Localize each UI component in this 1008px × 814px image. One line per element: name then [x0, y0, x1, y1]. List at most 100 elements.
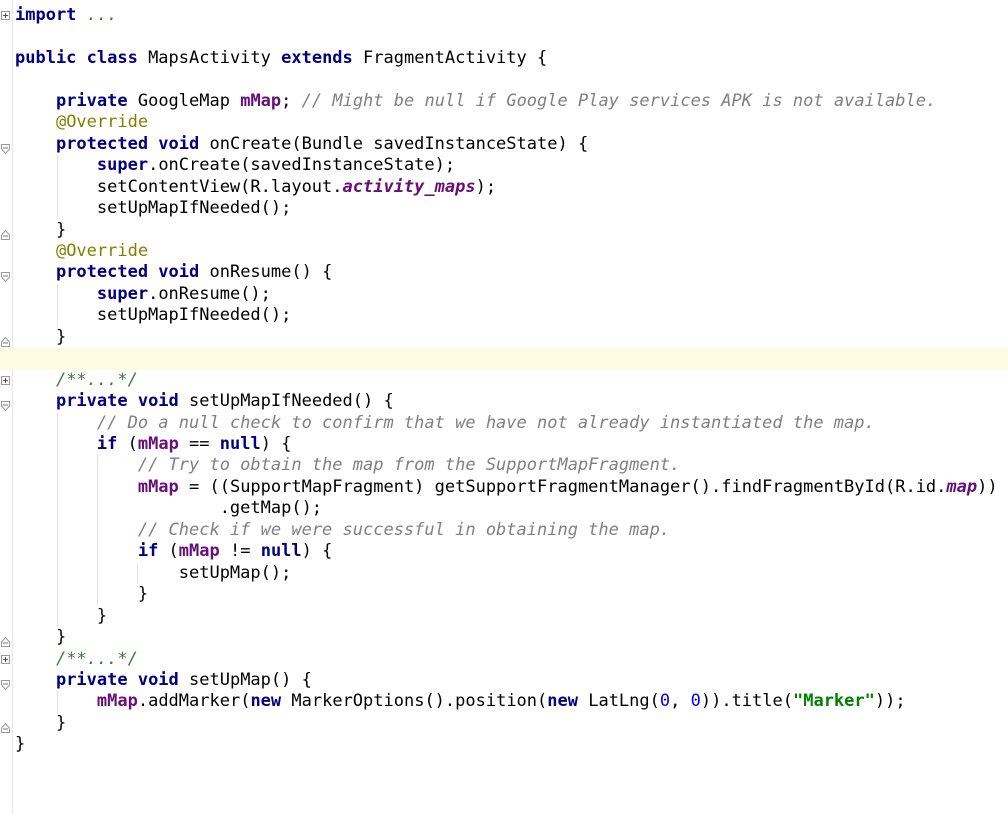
- code-line[interactable]: /**...*/: [0, 370, 1008, 392]
- doc-comment-token: /**...*/: [55, 369, 138, 390]
- fold-collapse-icon[interactable]: [1, 675, 10, 691]
- code-line-current[interactable]: [0, 348, 1008, 370]
- code-line[interactable]: }: [0, 627, 1008, 649]
- string-literal-token: "Marker": [792, 691, 875, 712]
- field-token: mMap: [96, 691, 138, 712]
- fold-end-icon[interactable]: [1, 718, 10, 733]
- fold-collapse-icon[interactable]: [1, 267, 10, 283]
- keyword-token: public class: [15, 47, 138, 68]
- code-line[interactable]: setUpMapIfNeeded();: [0, 305, 1008, 327]
- code-text: setContentView(R.layout.activity_maps);: [15, 177, 496, 199]
- code-token: [15, 670, 56, 690]
- code-line[interactable]: protected void onResume() {: [0, 262, 1008, 284]
- keyword-token: private void: [55, 391, 179, 412]
- code-text: }: [15, 220, 66, 242]
- indent-guide: [57, 155, 58, 220]
- code-token: ;: [281, 90, 302, 111]
- fold-collapse-icon[interactable]: [1, 396, 10, 412]
- keyword-token: if: [137, 541, 159, 562]
- code-line[interactable]: }: [0, 327, 1008, 349]
- code-text: /**...*/: [15, 649, 138, 671]
- keyword-token: super: [96, 155, 149, 176]
- code-text: import ...: [15, 5, 117, 27]
- code-token: .onResume();: [148, 283, 271, 304]
- code-text: }: [15, 734, 25, 756]
- code-line[interactable]: /**...*/: [0, 649, 1008, 671]
- code-line[interactable]: [0, 26, 1008, 48]
- code-line[interactable]: private void setUpMapIfNeeded() {: [0, 391, 1008, 413]
- code-token: [15, 520, 138, 540]
- code-text: protected void onCreate(Bundle savedInst…: [15, 134, 588, 156]
- code-line[interactable]: }: [0, 220, 1008, 242]
- code-line[interactable]: }: [0, 606, 1008, 628]
- code-token: }: [15, 712, 67, 733]
- code-token: [15, 391, 56, 411]
- code-line[interactable]: }: [0, 584, 1008, 606]
- code-line[interactable]: .getMap();: [0, 498, 1008, 520]
- field-token: mMap: [137, 476, 179, 497]
- fold-expand-icon[interactable]: [1, 375, 10, 385]
- code-text: setUpMapIfNeeded();: [15, 198, 291, 220]
- code-text: private void setUpMap() {: [15, 670, 312, 692]
- code-token: .onCreate(savedInstanceState);: [148, 155, 456, 176]
- code-text: super.onResume();: [15, 284, 271, 306]
- code-line[interactable]: private void setUpMap() {: [0, 670, 1008, 692]
- code-token: MapsActivity: [137, 47, 282, 68]
- code-line[interactable]: if (mMap == null) {: [0, 434, 1008, 456]
- code-token: GoogleMap: [127, 90, 241, 111]
- code-token: onResume() {: [199, 262, 333, 283]
- code-text: // Check if we were successful in obtain…: [15, 520, 670, 542]
- code-line[interactable]: super.onResume();: [0, 284, 1008, 306]
- fold-expand-icon[interactable]: [1, 654, 10, 664]
- code-text: private void setUpMapIfNeeded() {: [15, 391, 394, 413]
- code-text: setUpMapIfNeeded();: [15, 305, 291, 327]
- code-text: public class MapsActivity extends Fragme…: [15, 48, 547, 70]
- fold-end-icon[interactable]: [1, 332, 10, 347]
- code-token: = ((SupportMapFragment) getSupportFragme…: [178, 476, 947, 497]
- fold-expand-icon[interactable]: [1, 11, 10, 20]
- code-line[interactable]: public class MapsActivity extends Fragme…: [0, 48, 1008, 70]
- code-line[interactable]: super.onCreate(savedInstanceState);: [0, 155, 1008, 177]
- keyword-token: private void: [55, 669, 179, 690]
- keyword-token: import: [15, 5, 77, 25]
- field-token: mMap: [137, 434, 179, 454]
- code-line[interactable]: protected void onCreate(Bundle savedInst…: [0, 134, 1008, 156]
- code-token: [15, 455, 138, 475]
- code-line[interactable]: // Check if we were successful in obtain…: [0, 520, 1008, 542]
- code-line[interactable]: }: [0, 734, 1008, 756]
- code-line[interactable]: @Override: [0, 241, 1008, 263]
- code-line[interactable]: [0, 69, 1008, 91]
- code-line[interactable]: import ...: [0, 5, 1008, 27]
- code-token: [15, 262, 56, 282]
- code-token: [15, 155, 97, 175]
- code-text: mMap.addMarker(new MarkerOptions().posit…: [15, 691, 906, 713]
- code-text: if (mMap == null) {: [15, 434, 292, 456]
- fold-collapse-icon[interactable]: [1, 139, 10, 154]
- code-text: super.onCreate(savedInstanceState);: [15, 155, 455, 177]
- code-line[interactable]: // Try to obtain the map from the Suppor…: [0, 455, 1008, 477]
- indent-guide: [57, 412, 58, 628]
- code-token: }: [15, 326, 67, 347]
- comment-token: // Check if we were successful in obtain…: [137, 519, 671, 540]
- code-line[interactable]: @Override: [0, 112, 1008, 134]
- fold-end-icon[interactable]: [1, 225, 10, 240]
- code-line[interactable]: mMap.addMarker(new MarkerOptions().posit…: [0, 691, 1008, 713]
- code-line[interactable]: setUpMap();: [0, 563, 1008, 585]
- code-line[interactable]: private GoogleMap mMap; // Might be null…: [0, 91, 1008, 113]
- code-token: [15, 434, 97, 454]
- code-line[interactable]: setContentView(R.layout.activity_maps);: [0, 177, 1008, 199]
- code-line[interactable]: mMap = ((SupportMapFragment) getSupportF…: [0, 477, 1008, 499]
- code-token: FragmentActivity {: [352, 47, 548, 68]
- code-token: [15, 370, 56, 390]
- code-line[interactable]: // Do a null check to confirm that we ha…: [0, 413, 1008, 435]
- code-line[interactable]: setUpMapIfNeeded();: [0, 198, 1008, 220]
- code-text: @Override: [15, 241, 148, 263]
- code-text: // Do a null check to confirm that we ha…: [15, 413, 875, 435]
- code-line[interactable]: }: [0, 713, 1008, 735]
- code-line[interactable]: if (mMap != null) {: [0, 541, 1008, 563]
- fold-end-icon[interactable]: [1, 632, 10, 648]
- indent-guide: [97, 455, 98, 606]
- code-token: }: [15, 584, 149, 605]
- gutter-divider: [12, 0, 13, 814]
